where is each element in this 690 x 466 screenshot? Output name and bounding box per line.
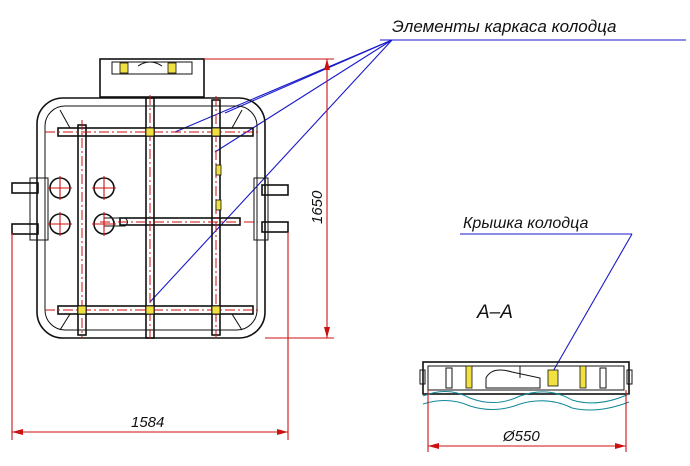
cover-label: Крышка колодца bbox=[463, 215, 588, 232]
pipe-stub-right-upper bbox=[261, 184, 289, 196]
pipe-stub-left-lower bbox=[11, 223, 39, 235]
well-body-inner bbox=[44, 105, 258, 331]
cover-leader bbox=[547, 233, 633, 381]
width-dimension bbox=[11, 232, 289, 440]
frame-elements-label: Элементы каркаса колодца bbox=[392, 17, 617, 36]
pipe-stub-right-lower bbox=[261, 221, 289, 233]
cover-outline bbox=[422, 361, 630, 395]
diameter-dimension-value: Ø550 bbox=[502, 428, 540, 445]
frame-elements-leaders bbox=[149, 39, 393, 303]
diameter-dimension bbox=[427, 390, 627, 452]
well-plan-view bbox=[11, 58, 289, 340]
height-dimension bbox=[204, 58, 334, 339]
pipe-stub-left-upper bbox=[11, 182, 39, 194]
cover-surface-line bbox=[422, 391, 630, 404]
section-label: A–A bbox=[476, 302, 513, 323]
height-dimension-value: 1650 bbox=[309, 190, 326, 224]
well-neck bbox=[99, 58, 205, 98]
cover-section-view bbox=[419, 361, 633, 411]
width-dimension-value: 1584 bbox=[131, 414, 164, 431]
